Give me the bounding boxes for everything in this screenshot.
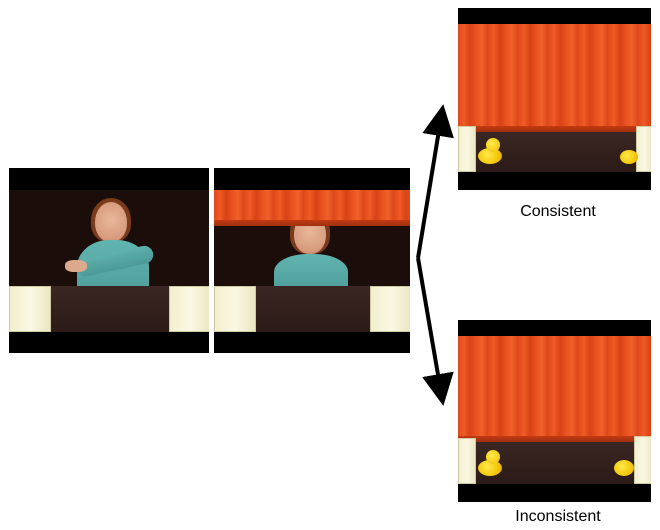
consistent-label: Consistent [520,203,596,220]
duck-left [476,136,504,164]
left-block [458,126,476,172]
duck-left [476,448,504,476]
right-block [169,286,209,332]
frame-inconsistent [458,320,651,502]
left-block [214,286,256,332]
duck-right [614,456,634,476]
face [95,202,127,242]
stage-scene [214,190,410,332]
left-block [9,286,51,332]
duck-right [620,146,638,164]
right-block [634,436,651,484]
frame-consistent [458,8,651,190]
frame-pointing [9,168,209,353]
arrow-to-inconsistent [416,257,454,406]
stage-scene [458,336,651,484]
arrow-to-consistent [416,104,454,259]
stage-scene [458,24,651,172]
right-block [636,126,651,172]
frame-curtain-lowering [214,168,410,353]
curtain [458,336,651,442]
stage-scene [9,190,209,332]
curtain [214,190,410,226]
inconsistent-label: Inconsistent [515,508,601,525]
left-block [458,438,476,484]
pointing-hand [65,260,87,272]
curtain [458,24,651,132]
right-block [370,286,410,332]
